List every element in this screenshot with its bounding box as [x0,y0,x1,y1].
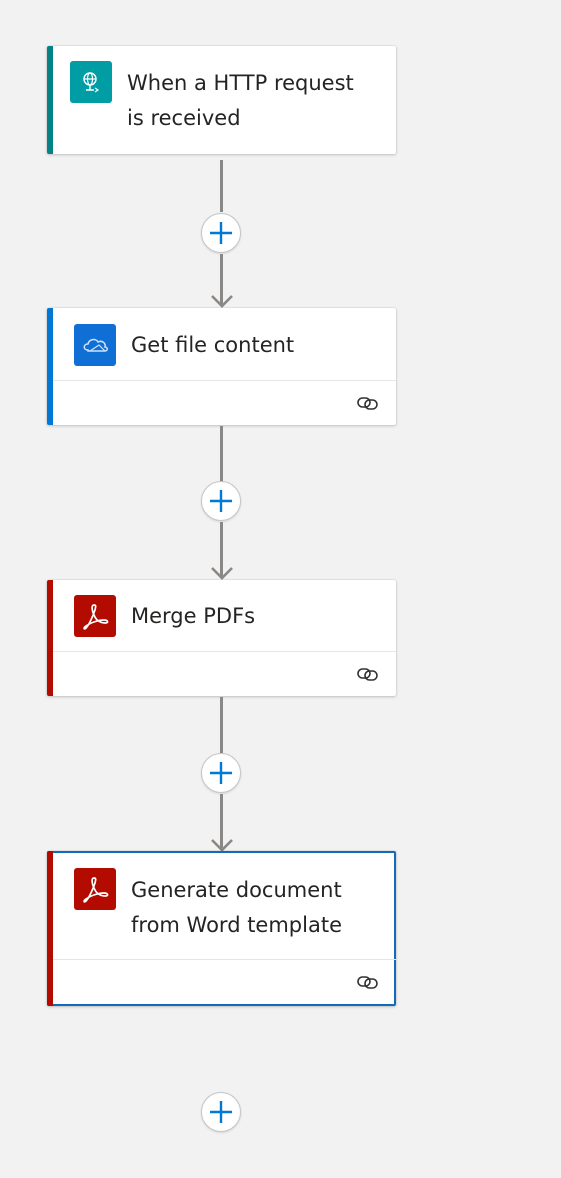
card-footer [53,959,396,1006]
card-title-line-2: from Word template [131,913,342,937]
plus-icon [210,490,232,512]
card-accent-bar [47,580,53,696]
card-footer [53,380,396,425]
card-title-line-2: is received [127,106,241,130]
card-title-line-1: Generate document [131,878,342,902]
card-accent-bar [47,308,53,425]
card-accent-bar [47,46,53,154]
arrow-down-icon [211,295,233,308]
arrow-down-icon [211,839,233,852]
plus-icon [210,762,232,784]
add-action-button[interactable] [201,213,241,253]
card-title-line-1: When a HTTP request [127,71,354,95]
plus-icon [210,1101,232,1123]
card-title: When a HTTP request is received [127,66,376,136]
connector-line [220,254,223,304]
connector-line [220,160,223,212]
adobe-pdf-icon [74,868,116,910]
link-icon[interactable] [356,664,380,684]
connector-line [220,697,223,753]
add-action-button[interactable] [201,1092,241,1132]
card-title: Get file content [131,333,295,357]
adobe-pdf-icon [74,595,116,637]
connector-line [220,426,223,482]
action-card-generate-document[interactable]: Generate document from Word template [47,851,396,1006]
onedrive-icon [74,324,116,366]
link-icon[interactable] [356,972,380,992]
connector-line [220,522,223,576]
http-request-icon [70,61,112,103]
link-icon[interactable] [356,393,380,413]
plus-icon [210,222,232,244]
add-action-button[interactable] [201,481,241,521]
card-footer [53,651,396,696]
arrow-down-icon [211,567,233,580]
action-card-get-file-content[interactable]: Get file content [47,308,396,425]
card-title: Merge PDFs [131,604,256,628]
add-action-button[interactable] [201,753,241,793]
card-accent-bar [47,851,53,1006]
action-card-merge-pdfs[interactable]: Merge PDFs [47,580,396,696]
connector-line [220,794,223,848]
trigger-card-http-request[interactable]: When a HTTP request is received [47,46,396,154]
card-title: Generate document from Word template [131,873,376,943]
